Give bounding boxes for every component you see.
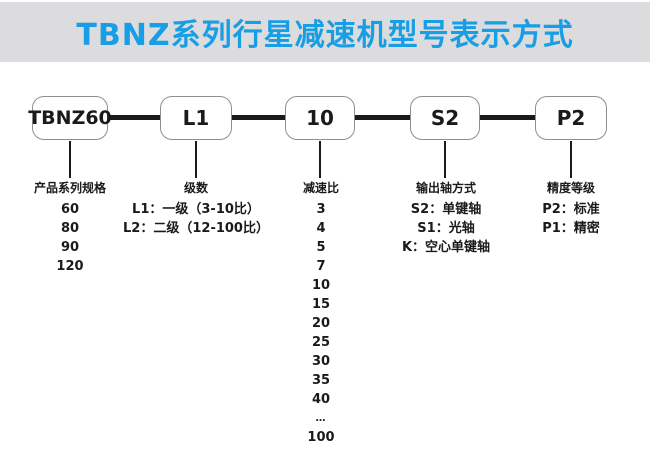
legend-item: 30 xyxy=(311,354,331,369)
code-box-output-shaft: S2 xyxy=(410,96,480,140)
legend-item: S2：单键轴 xyxy=(410,202,482,217)
legend-item: 60 xyxy=(60,202,80,217)
code-box-stages: L1 xyxy=(160,96,232,140)
pointer-line xyxy=(319,141,321,178)
pointer-line xyxy=(444,141,446,178)
legend-item: 10 xyxy=(311,278,331,293)
legend-column-stages: 级数 L1：一级（3-10比） L2：二级（12-100比） xyxy=(123,181,269,238)
legend-item: P1：精密 xyxy=(542,221,600,236)
legend-item: 35 xyxy=(311,373,331,388)
legend-item: 20 xyxy=(311,316,331,331)
legend-column-series: 产品系列规格 60 80 90 120 xyxy=(34,181,106,276)
legend-item: 7 xyxy=(316,259,326,274)
page-title: TBNZ系列行星减速机型号表示方式 xyxy=(76,18,574,53)
legend-item: 90 xyxy=(60,240,80,255)
legend-item: 15 xyxy=(311,297,331,312)
code-box-ratio: 10 xyxy=(285,96,355,140)
legend-header: 级数 xyxy=(183,181,209,195)
legend-item: P2：标准 xyxy=(542,202,600,217)
pointer-line xyxy=(570,141,572,178)
legend-column-output-shaft: 输出轴方式 S2：单键轴 S1：光轴 K：空心单键轴 xyxy=(402,181,490,257)
legend-item: 120 xyxy=(56,259,84,274)
legend-item: S1：光轴 xyxy=(417,221,475,236)
code-box-precision: P2 xyxy=(535,96,607,140)
connector-line xyxy=(230,115,287,120)
legend-item: 80 xyxy=(60,221,80,236)
legend-item: 5 xyxy=(316,240,326,255)
legend-item-ellipsis: … xyxy=(315,413,327,424)
legend-item: 25 xyxy=(311,335,331,350)
legend-header: 产品系列规格 xyxy=(33,181,107,195)
code-box-series: TBNZ60 xyxy=(28,96,112,140)
legend-item: 40 xyxy=(311,392,331,407)
connector-line xyxy=(478,115,537,120)
pointer-line xyxy=(69,141,71,178)
legend-header: 精度等级 xyxy=(546,181,596,195)
legend-item: K：空心单键轴 xyxy=(401,240,491,255)
connector-line xyxy=(106,115,162,120)
legend-header: 减速比 xyxy=(302,181,340,195)
legend-item: L2：二级（12-100比） xyxy=(123,221,269,236)
legend-column-ratio: 减速比 3 4 5 7 10 15 20 25 30 35 40 … 100 xyxy=(303,181,339,447)
legend-item: L1：一级（3-10比） xyxy=(132,202,260,217)
legend-header: 输出轴方式 xyxy=(415,181,477,195)
legend-item: 4 xyxy=(316,221,326,236)
legend-item: 100 xyxy=(307,430,335,445)
pointer-line xyxy=(195,141,197,178)
legend-item: 3 xyxy=(316,202,326,217)
legend-column-precision: 精度等级 P2：标准 P1：精密 xyxy=(542,181,600,238)
connector-line xyxy=(353,115,412,120)
title-banner: TBNZ系列行星减速机型号表示方式 xyxy=(0,2,650,62)
